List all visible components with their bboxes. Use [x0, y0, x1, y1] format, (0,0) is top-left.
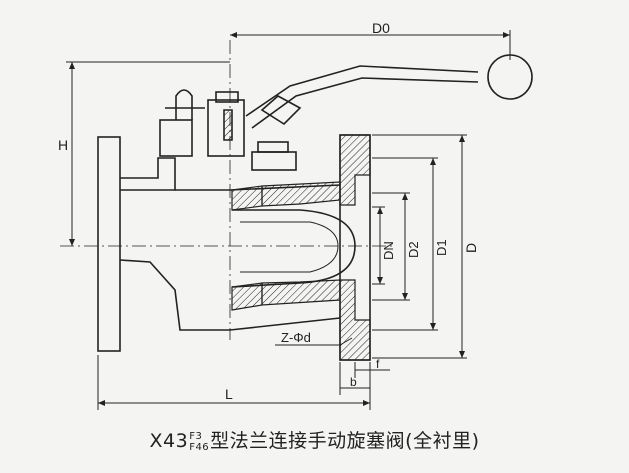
caption-sup: F3: [189, 430, 203, 442]
label-d0: D0: [372, 20, 390, 36]
center-lines: [60, 40, 395, 340]
caption-text: 型法兰连接手动旋塞阀(全衬里): [210, 430, 480, 452]
left-flange: [97, 136, 121, 352]
label-d: D: [463, 243, 479, 253]
caption-sub: F46: [189, 441, 210, 453]
label-d1: D1: [434, 239, 449, 256]
label-d2: D2: [406, 241, 421, 258]
lining: [231, 134, 371, 361]
label-f: f: [376, 357, 380, 371]
handle-knob: [487, 54, 533, 100]
label-h: H: [58, 137, 68, 153]
caption-prefix: X43: [149, 430, 189, 452]
label-l: L: [225, 386, 233, 402]
valve-body: [97, 134, 371, 361]
label-b: b: [350, 375, 357, 389]
dimension-lines: [66, 30, 511, 410]
label-dn: DN: [381, 241, 396, 260]
bonnet: [159, 89, 297, 171]
label-z-phi-d: Z-Φd: [281, 330, 311, 345]
handle: [245, 54, 533, 129]
